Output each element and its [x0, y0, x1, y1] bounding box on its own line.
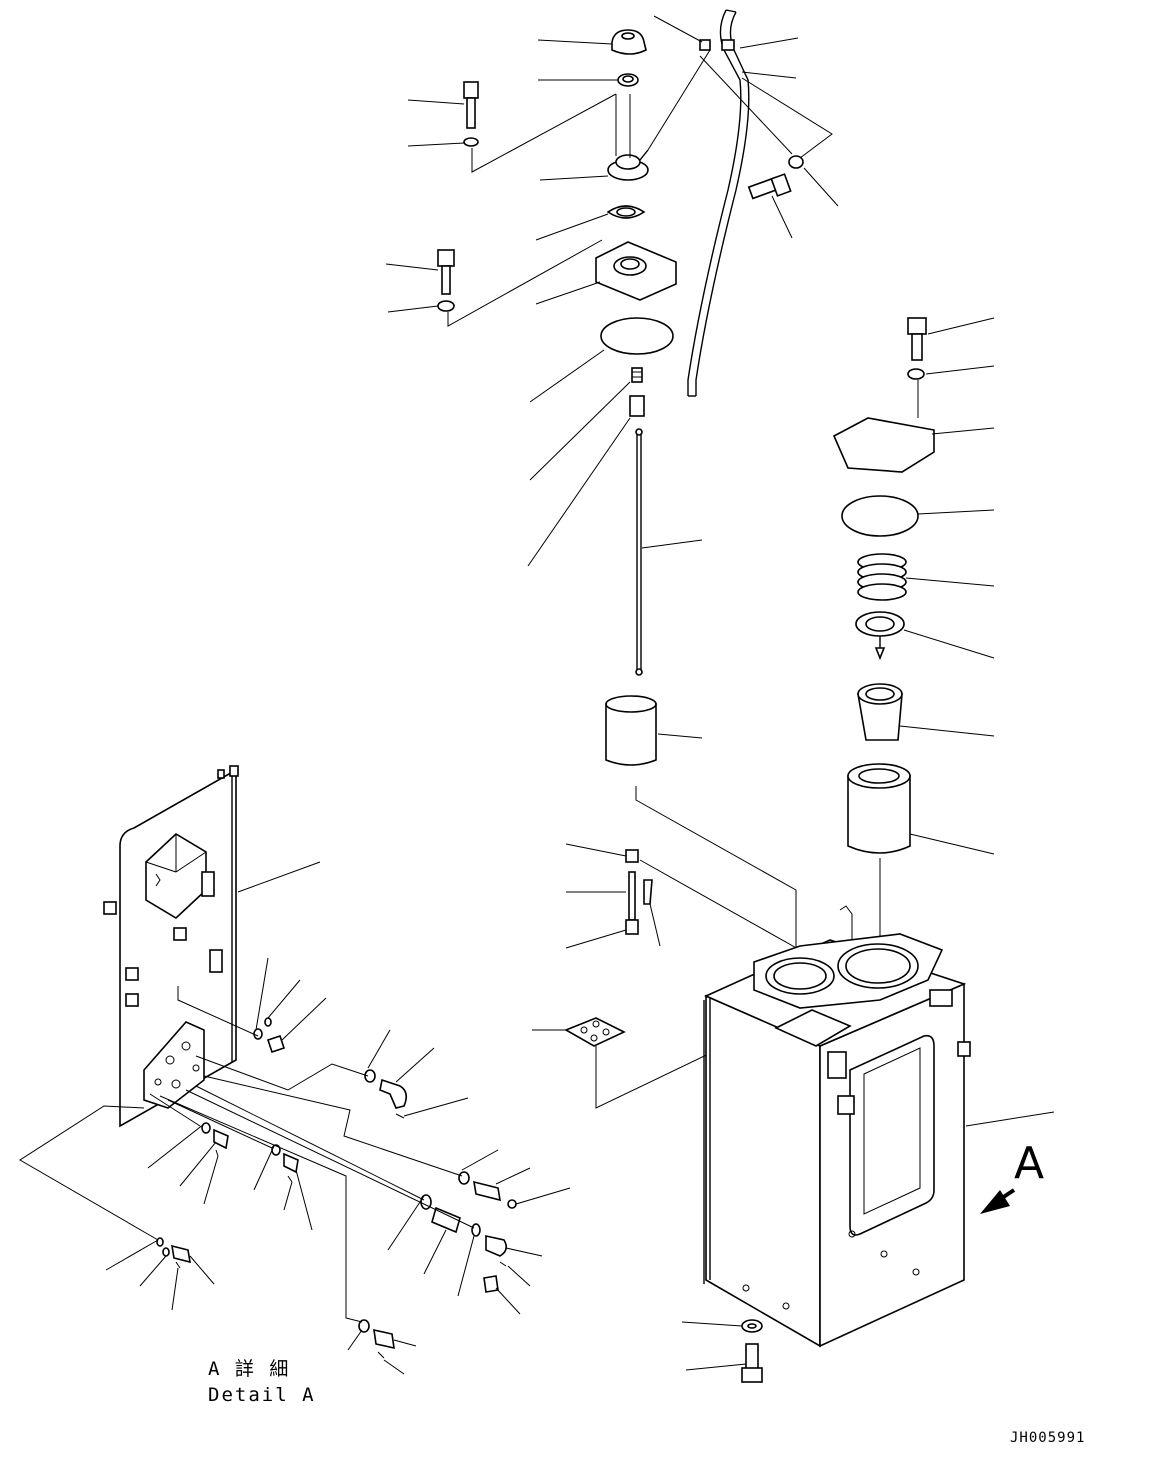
- leader-lines-tank: [681, 1111, 1055, 1371]
- bypass-valve: [855, 611, 905, 661]
- cap-bolt-upper: [463, 81, 479, 129]
- clamp-bolt: [747, 173, 792, 200]
- clamp-washer: [788, 155, 804, 169]
- view-arrow: [980, 1188, 1016, 1214]
- strainer-element: [605, 695, 657, 766]
- filter-element: [847, 763, 911, 854]
- filter-cover-washer: [907, 368, 925, 380]
- detail-caption-english: Detail A: [208, 1384, 316, 1406]
- breather-hose: [687, 9, 750, 397]
- cover-gasket: [600, 317, 674, 355]
- view-marker-label: A: [1014, 1138, 1045, 1189]
- leader-lines-right: [879, 317, 995, 946]
- leader-lines-top: [385, 15, 839, 739]
- detail-a-fittings: [156, 1017, 517, 1359]
- cover-bolt: [437, 249, 455, 295]
- filter-cover-gasket: [841, 495, 919, 537]
- breather-seal-ring: [617, 73, 639, 87]
- tank-washer: [741, 1319, 763, 1333]
- detail-caption-japanese: A 詳 細: [208, 1358, 291, 1380]
- filter-cup: [857, 683, 903, 741]
- filler-neck: [607, 149, 649, 181]
- drawing-number: JH005991: [1010, 1430, 1086, 1446]
- filler-gasket: [606, 205, 646, 219]
- strainer-rod: [635, 428, 643, 676]
- detail-caption: A 詳 細 Detail A: [208, 1356, 316, 1408]
- valve-mounting-panel: [103, 765, 239, 1128]
- cover-washer: [437, 300, 455, 312]
- top-cover-plate: [595, 241, 677, 301]
- nut: [629, 395, 645, 417]
- cap-washer-upper: [463, 137, 479, 147]
- hose-clamp: [699, 39, 711, 51]
- leader-lines-detail-a: [19, 861, 571, 1375]
- filter-spring: [857, 553, 907, 601]
- filter-cover-bolt: [907, 317, 927, 361]
- breather-cap: [611, 29, 647, 55]
- strainer-assembly-line: [635, 786, 797, 976]
- hydraulic-tank: [703, 905, 971, 1348]
- spring: [631, 367, 643, 383]
- level-gauge-parts: [565, 843, 801, 951]
- filter-cover: [832, 417, 935, 473]
- tank-bolt: [741, 1343, 763, 1383]
